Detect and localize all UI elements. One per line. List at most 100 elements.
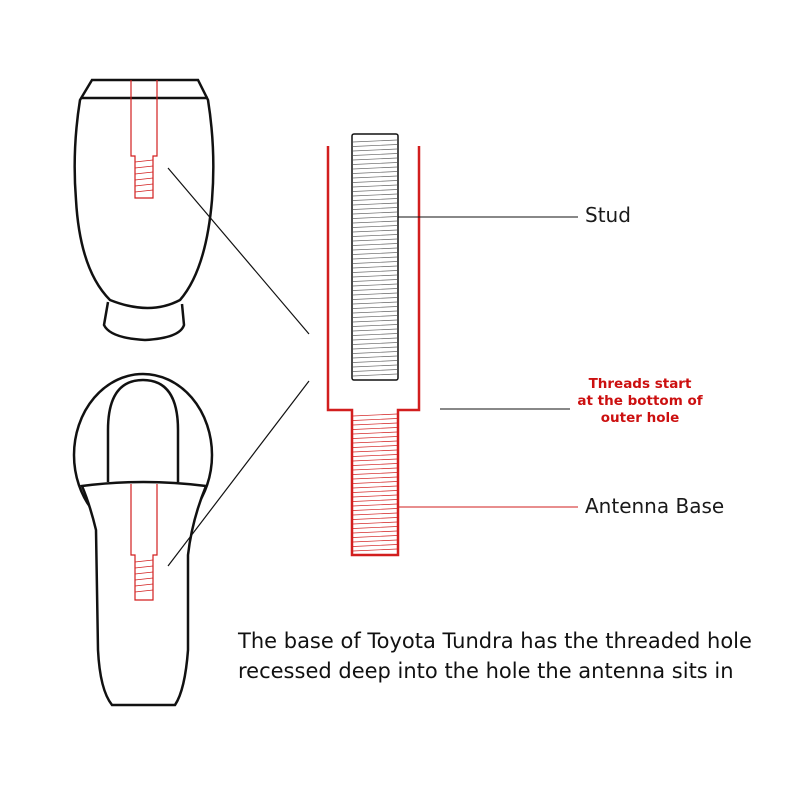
- stud-thread-line: [352, 333, 398, 336]
- stud-thread-line: [352, 180, 398, 183]
- caption-line-1: The base of Toyota Tundra has the thread…: [238, 629, 752, 653]
- stud-thread-line: [352, 288, 398, 291]
- stud-thread-line: [352, 225, 398, 228]
- stud-thread-line: [352, 328, 398, 332]
- base-thread-line: [352, 544, 398, 547]
- top-view-inner-opening: [106, 378, 180, 482]
- stud-thread-line: [352, 324, 398, 327]
- stud-thread-line: [352, 234, 398, 237]
- stud-label: Stud: [585, 203, 631, 227]
- stud-thread-line: [352, 198, 398, 201]
- stud-thread-line: [352, 153, 398, 156]
- caption: The base of Toyota Tundra has the thread…: [238, 626, 752, 686]
- stud-thread-line: [352, 202, 398, 206]
- antenna-base-threads: [352, 413, 398, 552]
- stud-thread-line: [352, 220, 398, 224]
- stud-thread-line: [352, 265, 398, 269]
- base-thread-line: [352, 512, 398, 516]
- stud-thread-line: [352, 297, 398, 300]
- stud-thread-line: [352, 261, 398, 264]
- base-thread-line: [352, 503, 398, 507]
- stud-thread-line: [352, 229, 398, 233]
- base-thread-line: [352, 535, 398, 538]
- stud-thread-line: [352, 369, 398, 372]
- stud-thread-line: [352, 373, 398, 377]
- stud-thread-line: [352, 346, 398, 350]
- base-thread-line: [352, 445, 398, 448]
- stud-thread-line: [352, 310, 398, 314]
- threads-note-line: Threads start: [588, 376, 692, 392]
- stud-thread-line: [352, 166, 398, 170]
- base-thread-line: [352, 418, 398, 421]
- cross-section-detail: [326, 133, 421, 557]
- base-thread-line: [352, 476, 398, 480]
- stud-thread-line: [352, 247, 398, 251]
- stud-thread-line: [352, 292, 398, 296]
- stud-thread-line: [352, 364, 398, 368]
- stud-threads: [352, 139, 398, 377]
- base-thread-line: [352, 472, 398, 475]
- base-thread-line: [352, 517, 398, 520]
- stud-thread-line: [352, 148, 398, 152]
- stud-thread-line: [352, 171, 398, 174]
- outer-hole-outline: [326, 146, 421, 557]
- stud-thread-line: [352, 355, 398, 359]
- base-thread-line: [352, 490, 398, 493]
- base-thread-line: [352, 521, 398, 525]
- base-thread-line: [352, 449, 398, 453]
- base-thread-line: [352, 431, 398, 435]
- base-thread-line: [352, 539, 398, 543]
- stud-thread-line: [352, 270, 398, 273]
- base-thread-line: [352, 454, 398, 457]
- stud-thread-line: [352, 162, 398, 165]
- side-view-outer-hole: [130, 80, 158, 199]
- zoom-line-lower: [167, 380, 310, 567]
- base-thread-line: [352, 422, 398, 426]
- stud-thread-line: [352, 283, 398, 287]
- top-view-antenna-base: [72, 372, 214, 707]
- stud-thread-line: [352, 193, 398, 197]
- base-thread-line: [352, 427, 398, 430]
- stud-thread-line: [352, 252, 398, 255]
- stud-thread-line: [352, 207, 398, 210]
- top-view-stem: [80, 480, 208, 707]
- base-thread-line: [352, 548, 398, 552]
- stud-thread-line: [352, 144, 398, 147]
- stud-thread-line: [352, 175, 398, 179]
- top-view-outer-hole: [130, 484, 158, 601]
- stud-thread-line: [352, 319, 398, 323]
- stud-thread-line: [352, 337, 398, 341]
- side-view-inner-threads: [134, 159, 154, 193]
- antenna-base-label: Antenna Base: [585, 494, 725, 518]
- stud-thread-line: [352, 216, 398, 219]
- base-thread-line: [352, 463, 398, 466]
- base-thread-line: [352, 458, 398, 462]
- base-thread-line: [352, 440, 398, 444]
- stud-thread-line: [352, 243, 398, 246]
- stud-thread-line: [352, 211, 398, 215]
- stud-thread-line: [352, 274, 398, 278]
- base-thread-line: [352, 526, 398, 529]
- top-view-inner-threads: [134, 559, 154, 593]
- stud-thread-line: [352, 360, 398, 363]
- zoom-line-upper: [167, 167, 310, 335]
- threads-note-line: at the bottom of: [577, 393, 703, 409]
- stud-thread-line: [352, 301, 398, 305]
- side-view-bottom-lip: [102, 301, 186, 342]
- stud-thread-line: [352, 315, 398, 318]
- base-thread-line: [352, 413, 398, 417]
- stud-thread-line: [352, 139, 398, 143]
- side-view-antenna-base: [73, 78, 215, 342]
- stud-thread-line: [352, 306, 398, 309]
- base-thread-line: [352, 499, 398, 502]
- base-thread-line: [352, 467, 398, 471]
- caption-line-2: recessed deep into the hole the antenna …: [238, 659, 734, 683]
- threads-note-line: outer hole: [600, 410, 680, 426]
- base-thread-line: [352, 436, 398, 439]
- stud-thread-line: [352, 157, 398, 161]
- stud-thread-line: [352, 189, 398, 192]
- base-thread-line: [352, 494, 398, 498]
- stud-thread-line: [352, 256, 398, 260]
- threads-note: Threads start at the bottom of outer hol…: [575, 376, 705, 427]
